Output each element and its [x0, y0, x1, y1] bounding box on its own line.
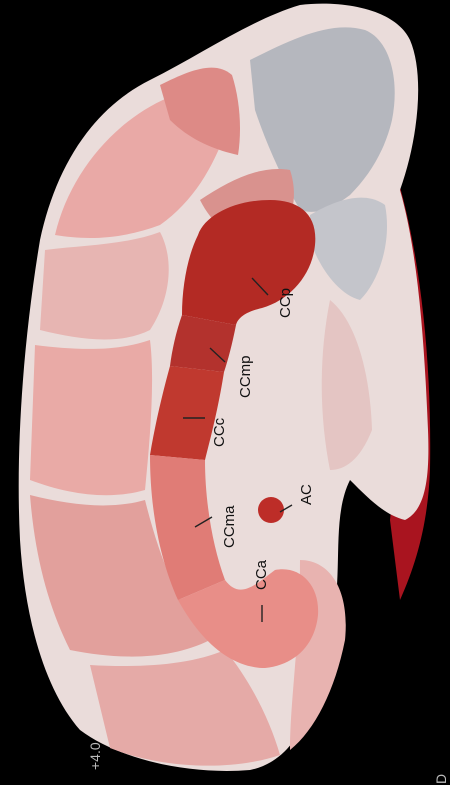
label-ccc: CCc [211, 417, 228, 447]
label-cca: CCa [253, 559, 270, 590]
anterior-commissure-dot [258, 497, 284, 523]
label-ccma: CCma [221, 505, 238, 548]
cc-mid-posterior-segment [170, 315, 236, 372]
label-ccmp: CCmp [237, 355, 254, 398]
label-ac: AC [298, 484, 315, 505]
label-ccp: CCp [277, 288, 294, 318]
corner-glyph: D [433, 774, 449, 784]
patch-lower-left [30, 340, 152, 495]
scale-value: +4.0 [87, 742, 103, 770]
